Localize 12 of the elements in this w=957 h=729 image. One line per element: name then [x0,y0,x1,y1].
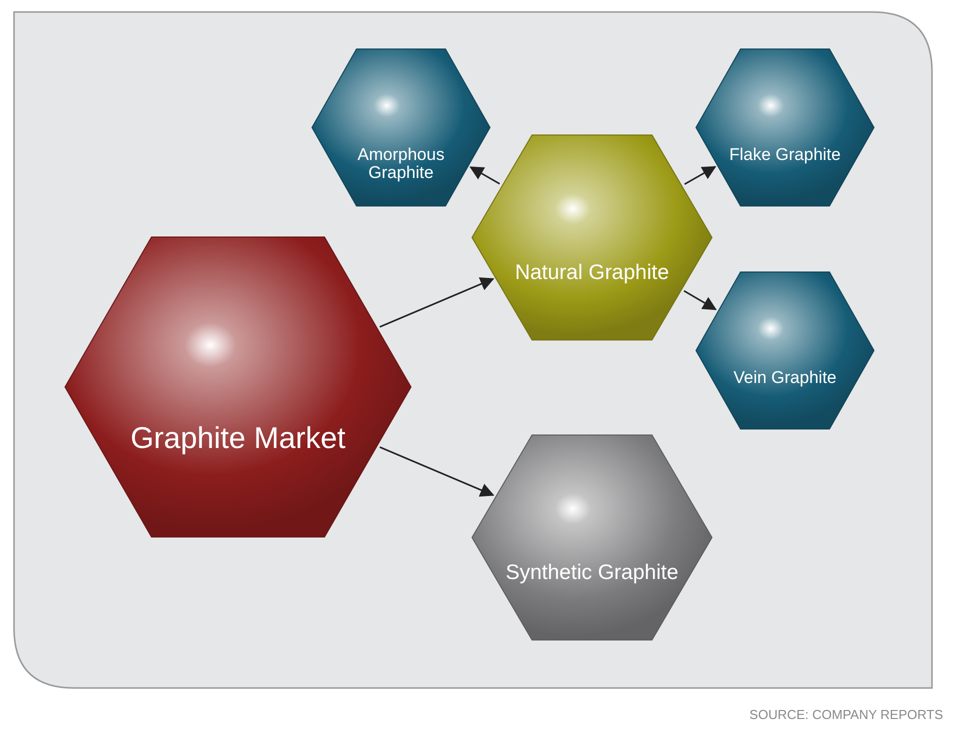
node-label: Synthetic Graphite [504,562,680,584]
arrow [469,166,500,184]
source-note: SOURCE: COMPANY REPORTS [749,707,943,722]
node-label: Flake Graphite [728,146,842,164]
arrow [684,166,716,185]
arrow [379,277,494,328]
arrow [379,446,494,497]
node-label: Graphite Market [129,423,347,454]
node-label: Natural Graphite [514,262,670,284]
node-label: Vein Graphite [732,368,838,387]
arrow [684,290,717,310]
node-label: Amorphous Graphite [356,146,446,182]
